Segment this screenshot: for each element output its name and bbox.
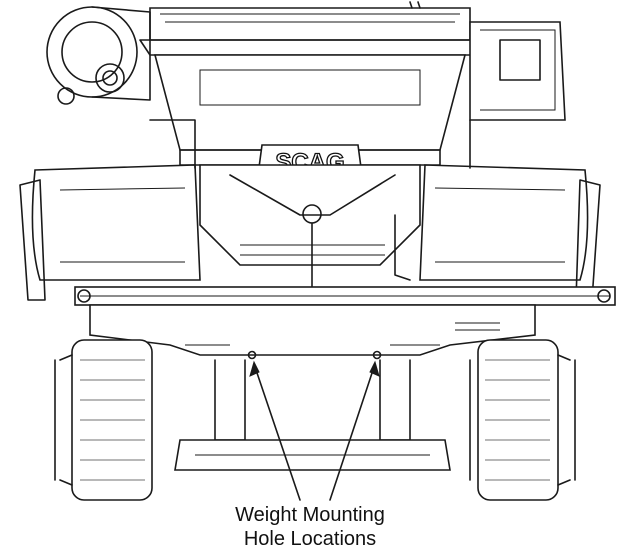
arrow-head-right [369, 360, 380, 377]
lower-chassis [149, 359, 471, 481]
callout-label-line1: Weight Mounting [235, 504, 385, 526]
weight-hole-left [247, 350, 257, 360]
callout-arrows [249, 360, 380, 501]
crossbar [74, 286, 616, 306]
arrow-head-left [249, 360, 260, 377]
weight-plate [89, 304, 536, 360]
spreader-motor [46, 6, 151, 105]
hopper-lid [139, 1, 481, 56]
weight-hole-right [372, 350, 382, 360]
left-fender [19, 119, 201, 301]
left-wheel [54, 339, 153, 501]
top-right-housing [469, 21, 566, 121]
spreader-frame [199, 164, 421, 291]
right-wheel [477, 339, 576, 501]
right-fender [419, 119, 601, 301]
callout-label-line2: Hole Locations [243, 528, 377, 550]
